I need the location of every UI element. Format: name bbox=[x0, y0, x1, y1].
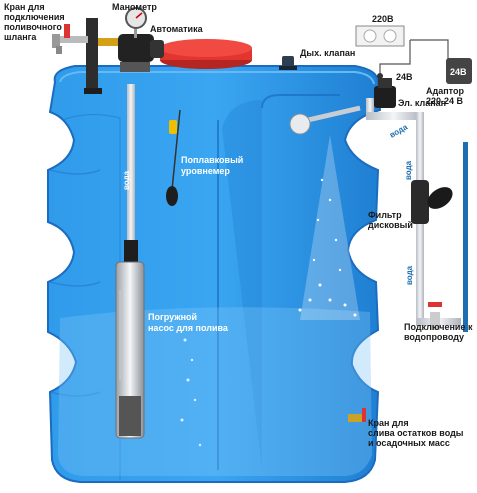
flow-left-pipe: вода bbox=[122, 170, 131, 190]
manometer-icon bbox=[125, 7, 147, 38]
faucet-hose-valve-icon bbox=[52, 24, 88, 54]
breather-valve-icon bbox=[279, 56, 297, 70]
label-water-supply: Подключение к водопроводу bbox=[404, 322, 473, 342]
wire-junction bbox=[377, 73, 383, 79]
pump-icon bbox=[115, 240, 145, 439]
label-breather-valve: Дых. клапан bbox=[300, 48, 356, 58]
label-24v: 24В bbox=[396, 72, 413, 82]
label-outlet-220: 220В bbox=[372, 14, 394, 24]
wiring bbox=[379, 39, 449, 74]
label-disc-filter: Фильтр дисковый bbox=[368, 210, 413, 230]
float-icon bbox=[166, 109, 181, 206]
lid bbox=[160, 39, 252, 69]
blue-supply-line bbox=[463, 142, 468, 332]
label-el-valve: Эл. клапан bbox=[398, 98, 447, 108]
label-float-level: Поплавковый уровнемер bbox=[181, 155, 244, 176]
automation-stand bbox=[84, 18, 164, 94]
label-manometer: Манометр bbox=[112, 2, 157, 12]
flow-right-upper: вода bbox=[404, 160, 413, 180]
label-adapter: Адаптор 220-24 В bbox=[426, 86, 464, 106]
pump-pipe bbox=[127, 84, 135, 254]
adapter-icon bbox=[446, 58, 472, 84]
flow-right-lower: вода bbox=[405, 265, 414, 285]
shower-icon bbox=[289, 105, 361, 320]
bubbles bbox=[180, 338, 202, 447]
supply-valve-icon bbox=[428, 302, 442, 330]
water-spray bbox=[298, 178, 357, 317]
filter-icon bbox=[411, 180, 453, 224]
drain-tap-icon bbox=[348, 408, 366, 422]
outlet-icon bbox=[355, 25, 405, 47]
label-faucet-hose: Кран для подключения поливочного шланга bbox=[4, 2, 65, 42]
label-adapter-24: 24В bbox=[450, 67, 467, 77]
label-pump: Погружной насос для полива bbox=[148, 312, 228, 333]
label-drain-tap: Кран для слива остатков воды и осадочных… bbox=[368, 418, 464, 448]
el-valve-icon bbox=[374, 78, 396, 108]
label-automation: Автоматика bbox=[150, 24, 203, 34]
